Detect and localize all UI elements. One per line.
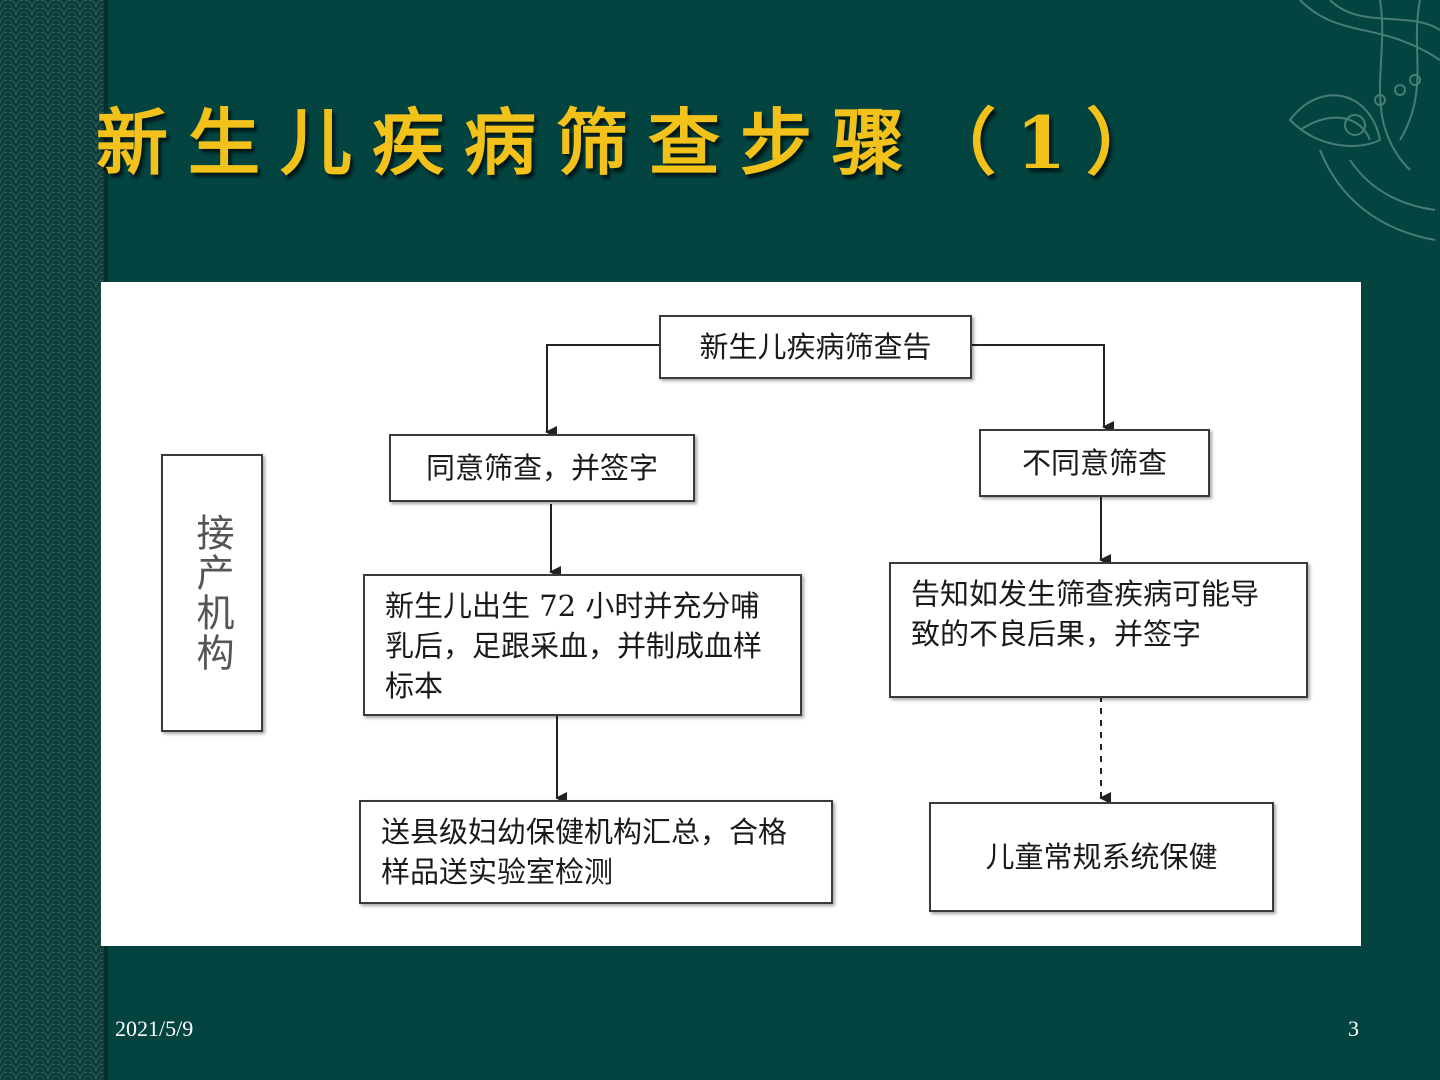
butterfly-ornament-icon xyxy=(1288,0,1440,241)
side-label-text: 接产机构 xyxy=(190,513,234,673)
agree-box: 同意筛查，并签字 xyxy=(389,434,695,502)
sampling-box: 新生儿出生 72 小时并充分哺乳后，足跟采血，并制成血样标本 xyxy=(363,574,802,716)
connector-notice-to-agree xyxy=(545,344,659,438)
sampling-text: 新生儿出生 72 小时并充分哺乳后，足跟采血，并制成血样标本 xyxy=(385,589,763,703)
connector-notice-to-disagree xyxy=(971,344,1114,433)
send-text: 送县级妇幼保健机构汇总，合格样品送实验室检测 xyxy=(381,815,788,889)
slide-title: 新生儿疾病筛查步骤（1） xyxy=(96,100,1179,185)
disagree-box: 不同意筛查 xyxy=(979,429,1210,497)
inform-text: 告知如发生筛查疾病可能导致的不良后果，并签字 xyxy=(911,577,1260,651)
routine-text: 儿童常规系统保健 xyxy=(985,840,1218,874)
flowchart-connectors xyxy=(545,344,1114,804)
page-number: 3 xyxy=(1348,1016,1359,1041)
send-box: 送县级妇幼保健机构汇总，合格样品送实验室检测 xyxy=(359,800,833,904)
agree-text: 同意筛查，并签字 xyxy=(425,451,658,485)
footer-date: 2021/5/9 xyxy=(115,1016,194,1041)
inform-box: 告知如发生筛查疾病可能导致的不良后果，并签字 xyxy=(889,562,1308,698)
notice-box: 新生儿疾病筛查告 xyxy=(659,315,972,379)
side-label-box: 接产机构 xyxy=(161,454,263,732)
disagree-text: 不同意筛查 xyxy=(1021,446,1167,480)
notice-text: 新生儿疾病筛查告 xyxy=(699,330,932,364)
flowchart-canvas: 接产机构 新生儿疾病筛查告 同意筛查，并签字 不同意筛查 新生儿出生 72 小时… xyxy=(101,282,1361,946)
routine-box: 儿童常规系统保健 xyxy=(929,802,1274,912)
left-pattern-strip xyxy=(0,0,104,1080)
